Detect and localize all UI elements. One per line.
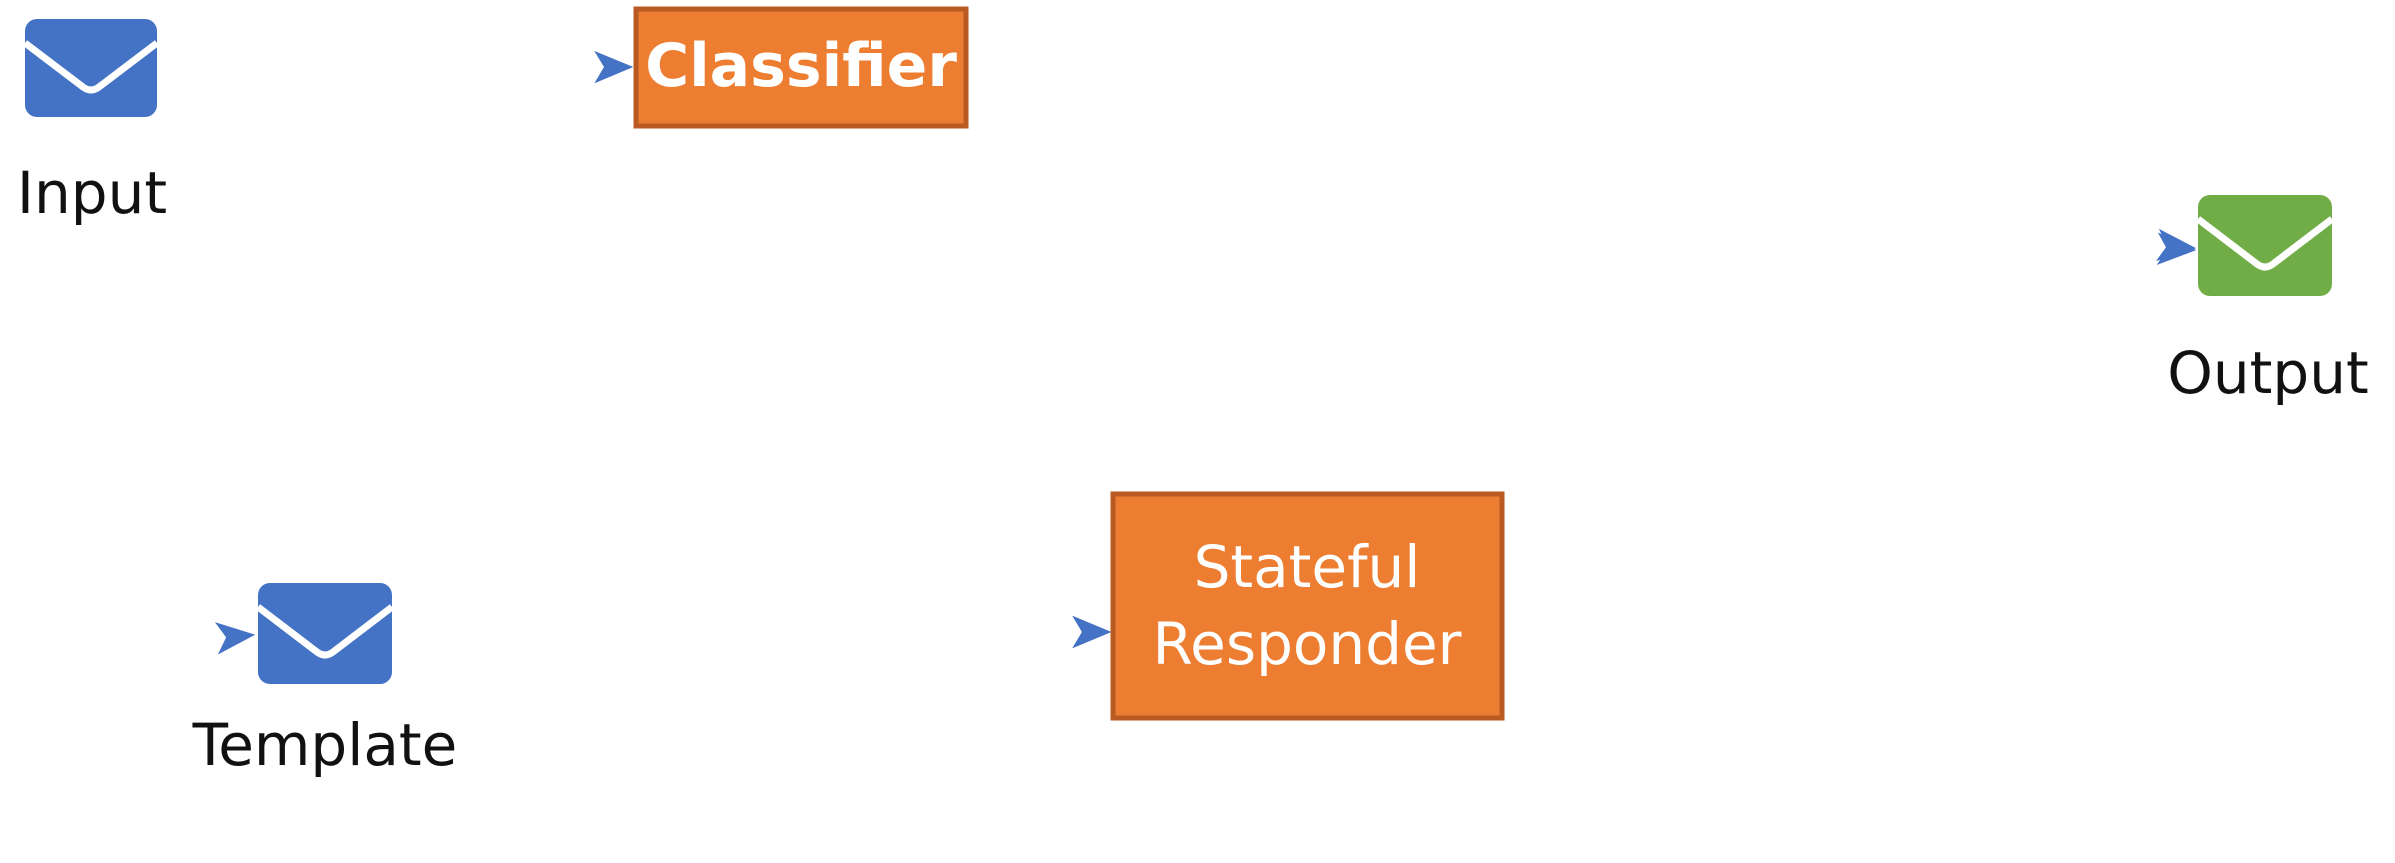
edge-classifier-to-stateful-responder [1072, 615, 1112, 649]
classifier-label: Classifier [645, 31, 957, 101]
output-label: Output [2167, 339, 2368, 407]
input-label: Input [17, 159, 167, 227]
envelope-icon [2195, 195, 2335, 296]
edge-classifier-to-output [2156, 232, 2197, 265]
stateful-responder-label-line2: Responder [1152, 610, 1461, 678]
classifier-box [633, 6, 969, 129]
template-label: Template [192, 711, 458, 779]
output-node[interactable]: Output [2167, 195, 2369, 407]
stateful-responder-node[interactable]: Stateful Responder [1110, 491, 1505, 721]
edge-stateful-responder-to-output [2155, 228, 2197, 262]
envelope-icon [22, 19, 160, 117]
stateful-responder-box [1110, 491, 1505, 721]
stateful-responder-label-line1: Stateful [1194, 533, 1421, 601]
template-node[interactable]: Template [192, 583, 458, 779]
input-node[interactable]: Input [17, 19, 167, 227]
classifier-node[interactable]: Classifier [633, 6, 969, 129]
envelope-icon [255, 583, 395, 684]
edge-input-to-classifier [594, 50, 634, 84]
